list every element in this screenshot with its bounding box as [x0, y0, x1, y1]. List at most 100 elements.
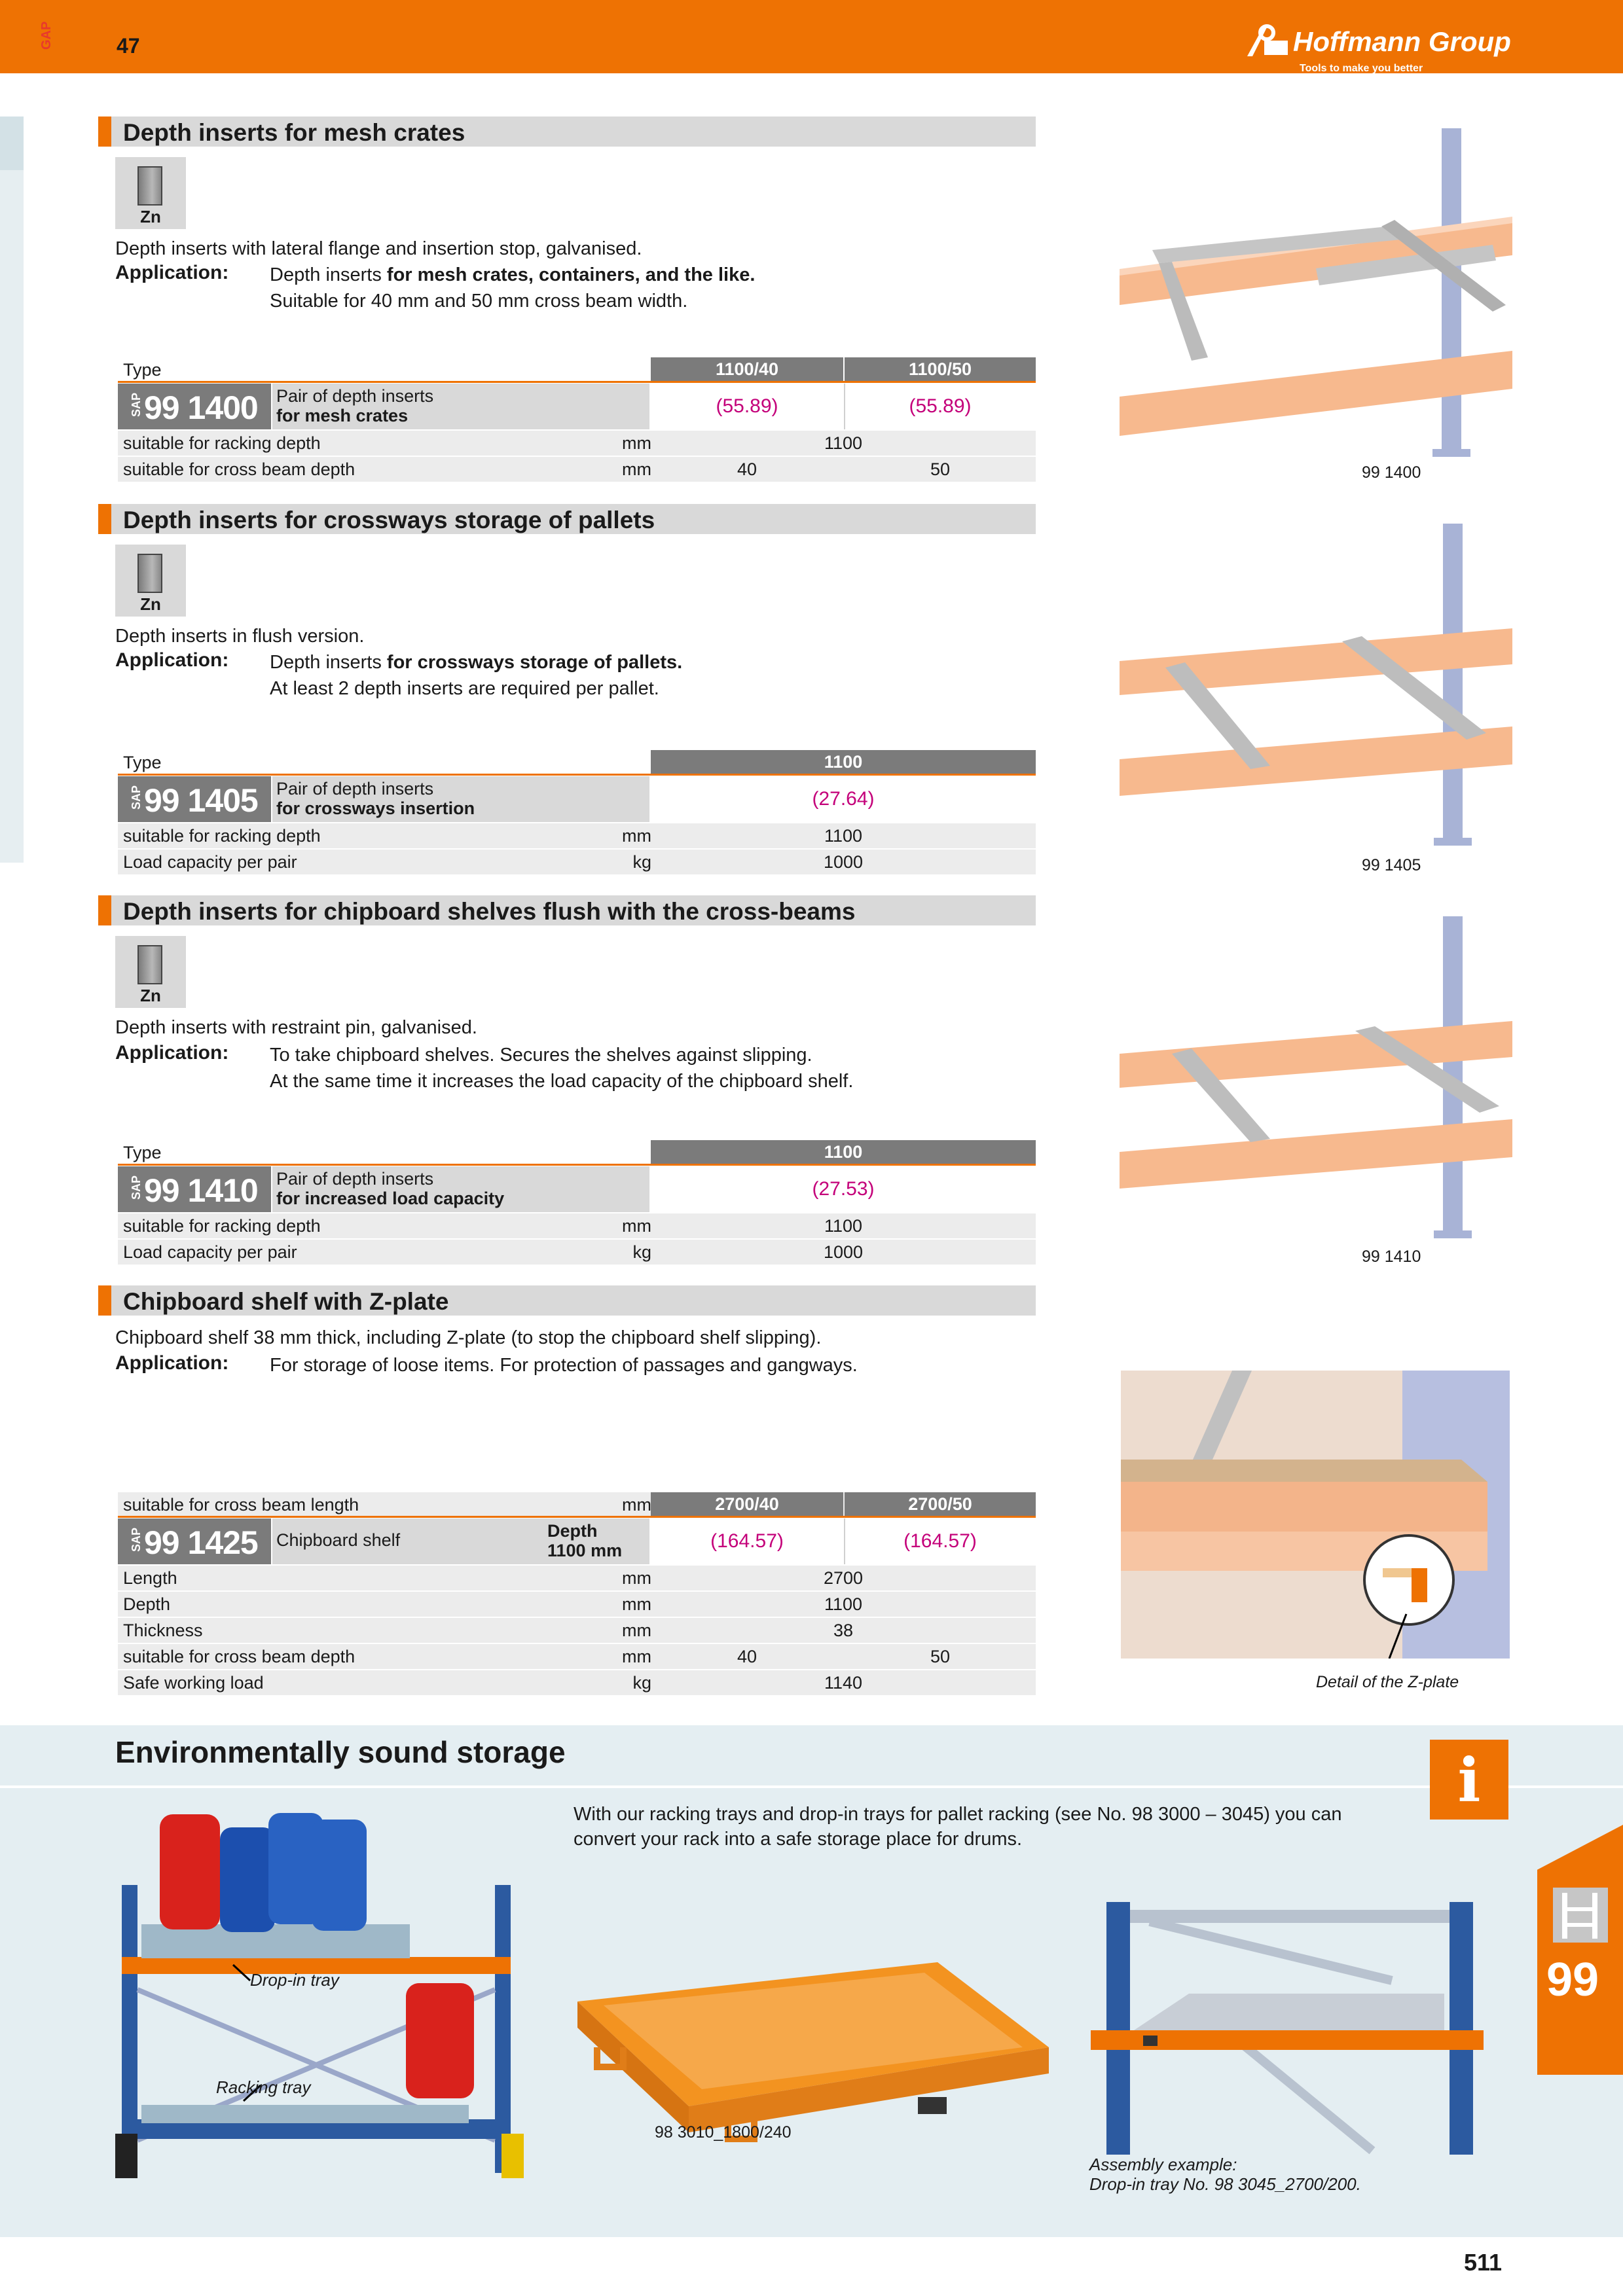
section-title: Depth inserts for mesh crates	[123, 119, 465, 146]
type-header: 1100/40	[651, 357, 843, 381]
application-text: Depth inserts for mesh crates, container…	[270, 264, 756, 285]
price: (27.53)	[812, 1178, 875, 1200]
zinc-badge: Zn	[115, 545, 186, 617]
article-description: Pair of depth inserts for increased load…	[272, 1166, 649, 1212]
table-row: Load capacity per pair kg 1000	[118, 1240, 1036, 1266]
type-label: Type	[123, 360, 162, 380]
table-row: suitable for cross beam depth mm 40 50	[118, 457, 1036, 483]
application-text-2: Suitable for 40 mm and 50 mm cross beam …	[270, 291, 688, 312]
logo-mark-icon	[1247, 24, 1288, 56]
section-title-bar: Chipboard shelf with Z-plate	[98, 1285, 1036, 1316]
env-title: Environmentally sound storage	[115, 1735, 566, 1769]
price: (164.57)	[710, 1530, 784, 1552]
table-row: Length mm 2700	[118, 1566, 1036, 1592]
application-text: For storage of loose items. For protecti…	[270, 1355, 858, 1376]
article-number-box: SAP 99 1400	[118, 384, 271, 429]
assembly-caption-1: Assembly example:	[1089, 2155, 1237, 2174]
table-row: suitable for racking depth mm 1100	[118, 431, 1036, 457]
price: (55.89)	[909, 395, 972, 417]
depth-insert-crossways-image	[1120, 524, 1512, 846]
logo-name: Hoffmann Group	[1293, 26, 1511, 57]
article-number: 99 1400	[144, 389, 259, 426]
page-header	[0, 0, 1623, 73]
zinc-label: Zn	[140, 986, 161, 1005]
section-description: Depth inserts with lateral flange and in…	[115, 238, 642, 259]
price: (55.89)	[716, 395, 778, 417]
page-number: 511	[1464, 2249, 1503, 2276]
section-description: Depth inserts in flush version.	[115, 626, 365, 647]
article-number-box: SAP 99 1425	[118, 1518, 271, 1564]
side-strip-top	[0, 117, 24, 170]
type-header: 2700/40	[651, 1492, 843, 1516]
table-row: Load capacity per pair kg 1000	[118, 850, 1036, 876]
section-title-bar: Depth inserts for chipboard shelves flus…	[98, 895, 1036, 925]
chipboard-shelf-image	[1121, 1371, 1510, 1659]
depth-insert-chipboard-image	[1120, 916, 1512, 1238]
drop-in-tray-label: Drop-in tray	[250, 1970, 339, 1990]
racking-tray-image	[577, 1962, 1049, 2142]
chapter-number: 99	[1546, 1954, 1599, 2006]
zinc-label: Zn	[140, 594, 161, 614]
type-label: Type	[123, 1143, 162, 1162]
rack-icon	[1553, 1888, 1608, 1943]
type-label: Type	[123, 753, 162, 772]
zinc-plate-icon	[137, 945, 162, 984]
figure-caption: 99 1405	[1362, 856, 1421, 874]
spec-table: suitable for cross beam length mm 2700/4…	[118, 1492, 1036, 1696]
application-label: Application:	[115, 1352, 229, 1374]
type-header: 1100	[651, 750, 1036, 774]
env-text: With our racking trays and drop-in trays…	[574, 1804, 1342, 1825]
info-icon: i	[1430, 1740, 1508, 1820]
application-label: Application:	[115, 1042, 229, 1064]
table-row: Depth mm 1100	[118, 1592, 1036, 1618]
chapter-tab[interactable]: 99	[1537, 1825, 1623, 2075]
section-title: Depth inserts for crossways storage of p…	[123, 507, 655, 533]
article-description: Pair of depth inserts for crossways inse…	[272, 776, 649, 822]
zinc-plate-icon	[137, 166, 162, 206]
header-page-ref: 47	[117, 34, 140, 58]
side-strip	[0, 117, 24, 863]
section-title-bar: Depth inserts for mesh crates	[98, 117, 1036, 147]
article-number-box: SAP 99 1405	[118, 776, 271, 822]
article-number: 99 1425	[144, 1524, 259, 1561]
sap-label: SAP	[130, 1175, 143, 1200]
tray-caption: 98 3010_1800/240	[655, 2123, 792, 2142]
drum-rack-image	[115, 1813, 524, 2178]
application-label: Application:	[115, 649, 229, 671]
section-title: Depth inserts for chipboard shelves flus…	[123, 898, 856, 925]
depth-insert-mesh-image	[1120, 128, 1512, 457]
article-number: 99 1410	[144, 1172, 259, 1209]
zinc-badge: Zn	[115, 936, 186, 1008]
application-label: Application:	[115, 262, 229, 283]
hoffmann-logo: Hoffmann Group Tools to make you better	[1247, 24, 1511, 79]
type-header: 1100	[651, 1140, 1036, 1164]
table-row: suitable for cross beam depth mm 40 50	[118, 1644, 1036, 1670]
racking-tray-label: Racking tray	[216, 2077, 311, 2097]
type-header: 1100/50	[845, 357, 1036, 381]
application-text: To take chipboard shelves. Secures the s…	[270, 1045, 812, 1066]
drop-in-tray-assembly-image	[1091, 1902, 1484, 2155]
article-number: 99 1405	[144, 782, 259, 819]
zinc-badge: Zn	[115, 157, 186, 229]
figure-caption: Detail of the Z-plate	[1316, 1673, 1459, 1691]
section-description: Depth inserts with restraint pin, galvan…	[115, 1017, 477, 1038]
table-row: Thickness mm 38	[118, 1618, 1036, 1644]
logo-tagline: Tools to make you better	[1300, 63, 1423, 74]
application-text-2: At least 2 depth inserts are required pe…	[270, 678, 659, 699]
table-row: Safe working load kg 1140	[118, 1670, 1036, 1696]
table-row: suitable for racking depth mm 1100	[118, 1213, 1036, 1240]
sap-label: SAP	[130, 785, 143, 810]
assembly-caption-2: Drop-in tray No. 98 3045_2700/200.	[1089, 2174, 1361, 2194]
section-title: Chipboard shelf with Z-plate	[123, 1288, 449, 1315]
env-divider	[0, 1785, 1623, 1788]
application-text: Depth inserts for crossways storage of p…	[270, 652, 683, 673]
sap-label: SAP	[130, 392, 143, 418]
section-description: Chipboard shelf 38 mm thick, including Z…	[115, 1327, 822, 1348]
sap-label: SAP	[130, 1527, 143, 1552]
article-description: Pair of depth inserts for mesh crates	[272, 384, 649, 429]
price: (164.57)	[903, 1530, 977, 1552]
article-description: Chipboard shelf Depth 1100 mm	[272, 1518, 649, 1564]
zinc-label: Zn	[140, 207, 161, 226]
figure-caption: 99 1400	[1362, 463, 1421, 482]
type-header: 2700/50	[845, 1492, 1036, 1516]
